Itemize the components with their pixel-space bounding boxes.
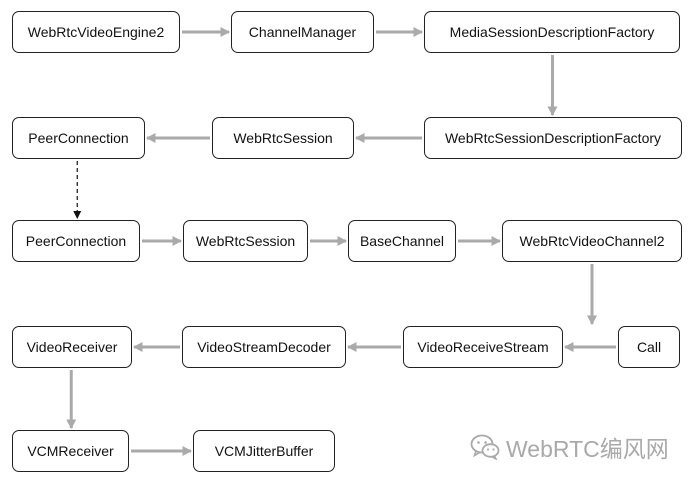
node-video-receive-stream: VideoReceiveStream [403, 326, 563, 368]
node-vcm-receiver: VCMReceiver [12, 430, 129, 472]
node-vcm-jitter-buffer: VCMJitterBuffer [193, 430, 335, 472]
node-video-stream-decoder: VideoStreamDecoder [182, 326, 346, 368]
node-channel-manager: ChannelManager [231, 11, 374, 53]
node-media-session-description-factory: MediaSessionDescriptionFactory [424, 11, 680, 53]
watermark-text: WebRTC编风网 [506, 436, 669, 462]
node-call: Call [618, 326, 680, 368]
node-webrtc-session-1: WebRtcSession [212, 117, 354, 159]
node-base-channel: BaseChannel [348, 220, 456, 262]
wechat-icon [470, 434, 500, 460]
node-peer-connection-1: PeerConnection [12, 117, 145, 159]
node-peer-connection-2: PeerConnection [12, 220, 140, 262]
node-webrtc-session-description-factory: WebRtcSessionDescriptionFactory [424, 117, 682, 159]
node-webrtc-session-2: WebRtcSession [183, 220, 308, 262]
node-video-receiver: VideoReceiver [12, 326, 132, 368]
watermark: WebRTC编风网 [470, 430, 669, 464]
node-webrtc-video-channel2: WebRtcVideoChannel2 [502, 220, 682, 262]
node-webrtc-video-engine2: WebRtcVideoEngine2 [12, 11, 180, 53]
